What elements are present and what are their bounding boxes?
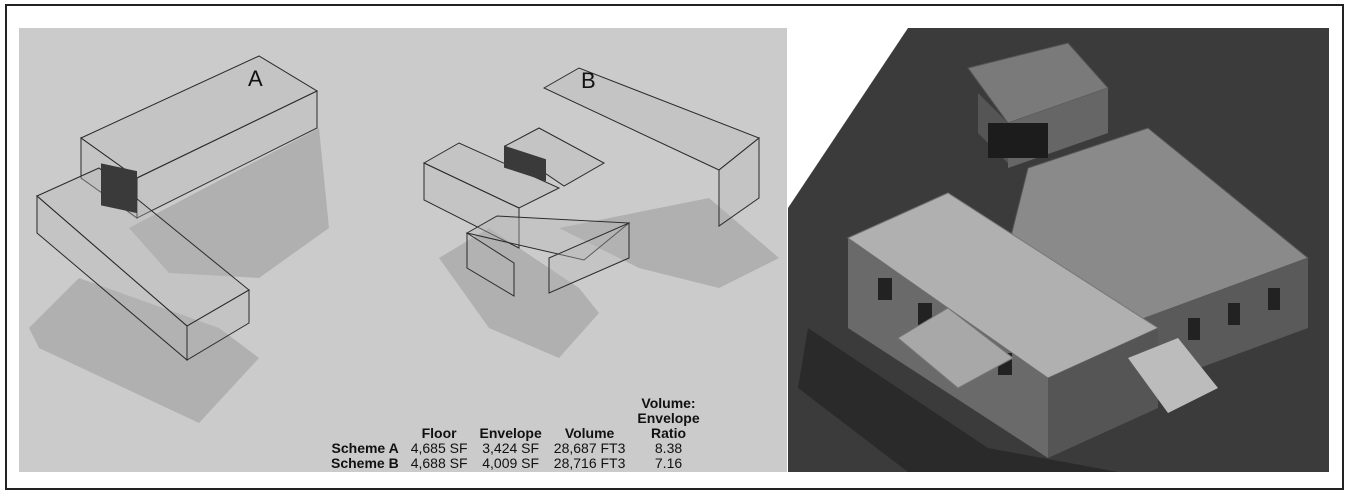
scheme-b-label: B xyxy=(581,68,596,93)
row-ratio: 7.16 xyxy=(654,455,683,471)
house-render xyxy=(788,28,1329,472)
table-row: Scheme A 4,685 SF 3,424 SF 28,687 FT3 8.… xyxy=(325,441,706,456)
row-floor: 4,688 SF xyxy=(410,455,468,471)
scheme-b-side-front xyxy=(466,232,515,297)
table-header-row: Floor Envelope Volume Volume: Envelope R… xyxy=(325,396,706,441)
render-corner-white xyxy=(788,28,908,208)
massing-diagram-panel: A B Floor Envelope Volume Volume: Envelo… xyxy=(19,28,787,472)
row-ratio: 8.38 xyxy=(654,440,683,456)
entry-canopy xyxy=(897,307,1014,389)
scheme-b-face-upper xyxy=(718,136,760,227)
shadows xyxy=(29,128,779,423)
window xyxy=(1228,303,1240,325)
scheme-b-face-front xyxy=(548,222,630,294)
shadow-a-upper xyxy=(129,128,329,278)
scheme-a-side-lower xyxy=(36,194,188,362)
shadow-b-upper xyxy=(559,198,779,288)
scheme-a-massing xyxy=(36,55,319,362)
scheme-a-label: A xyxy=(248,66,263,91)
row-volume: 28,716 FT3 xyxy=(553,455,626,471)
house-render-panel xyxy=(788,28,1329,472)
row-envelope: 3,424 SF xyxy=(482,440,540,456)
shadow-a-lower xyxy=(29,278,259,423)
header-volume: Volume xyxy=(564,425,615,441)
table-row: Scheme B 4,688 SF 4,009 SF 28,716 FT3 7.… xyxy=(325,456,706,471)
header-blank xyxy=(325,396,405,441)
header-ratio: Volume: Envelope Ratio xyxy=(637,395,700,441)
scheme-b-side-left xyxy=(423,162,520,249)
window xyxy=(878,278,892,300)
massing-diagram xyxy=(19,28,787,472)
window xyxy=(1268,288,1280,310)
header-envelope: Envelope xyxy=(479,425,542,441)
garage-door xyxy=(988,123,1048,158)
ground-shadow xyxy=(798,328,1118,472)
row-scheme: Scheme A xyxy=(331,440,399,456)
header-floor: Floor xyxy=(421,425,457,441)
scheme-b-dark-wall xyxy=(504,145,546,182)
shadow-b-lower xyxy=(439,228,599,358)
row-envelope: 4,009 SF xyxy=(482,455,540,471)
scheme-a-dark-wall xyxy=(101,163,137,214)
metrics-table: Floor Envelope Volume Volume: Envelope R… xyxy=(325,396,706,471)
scheme-b-massing xyxy=(422,67,760,297)
window xyxy=(1188,318,1200,340)
row-scheme: Scheme B xyxy=(331,455,399,471)
row-volume: 28,687 FT3 xyxy=(553,440,626,456)
row-floor: 4,685 SF xyxy=(410,440,468,456)
deck xyxy=(1128,338,1218,413)
